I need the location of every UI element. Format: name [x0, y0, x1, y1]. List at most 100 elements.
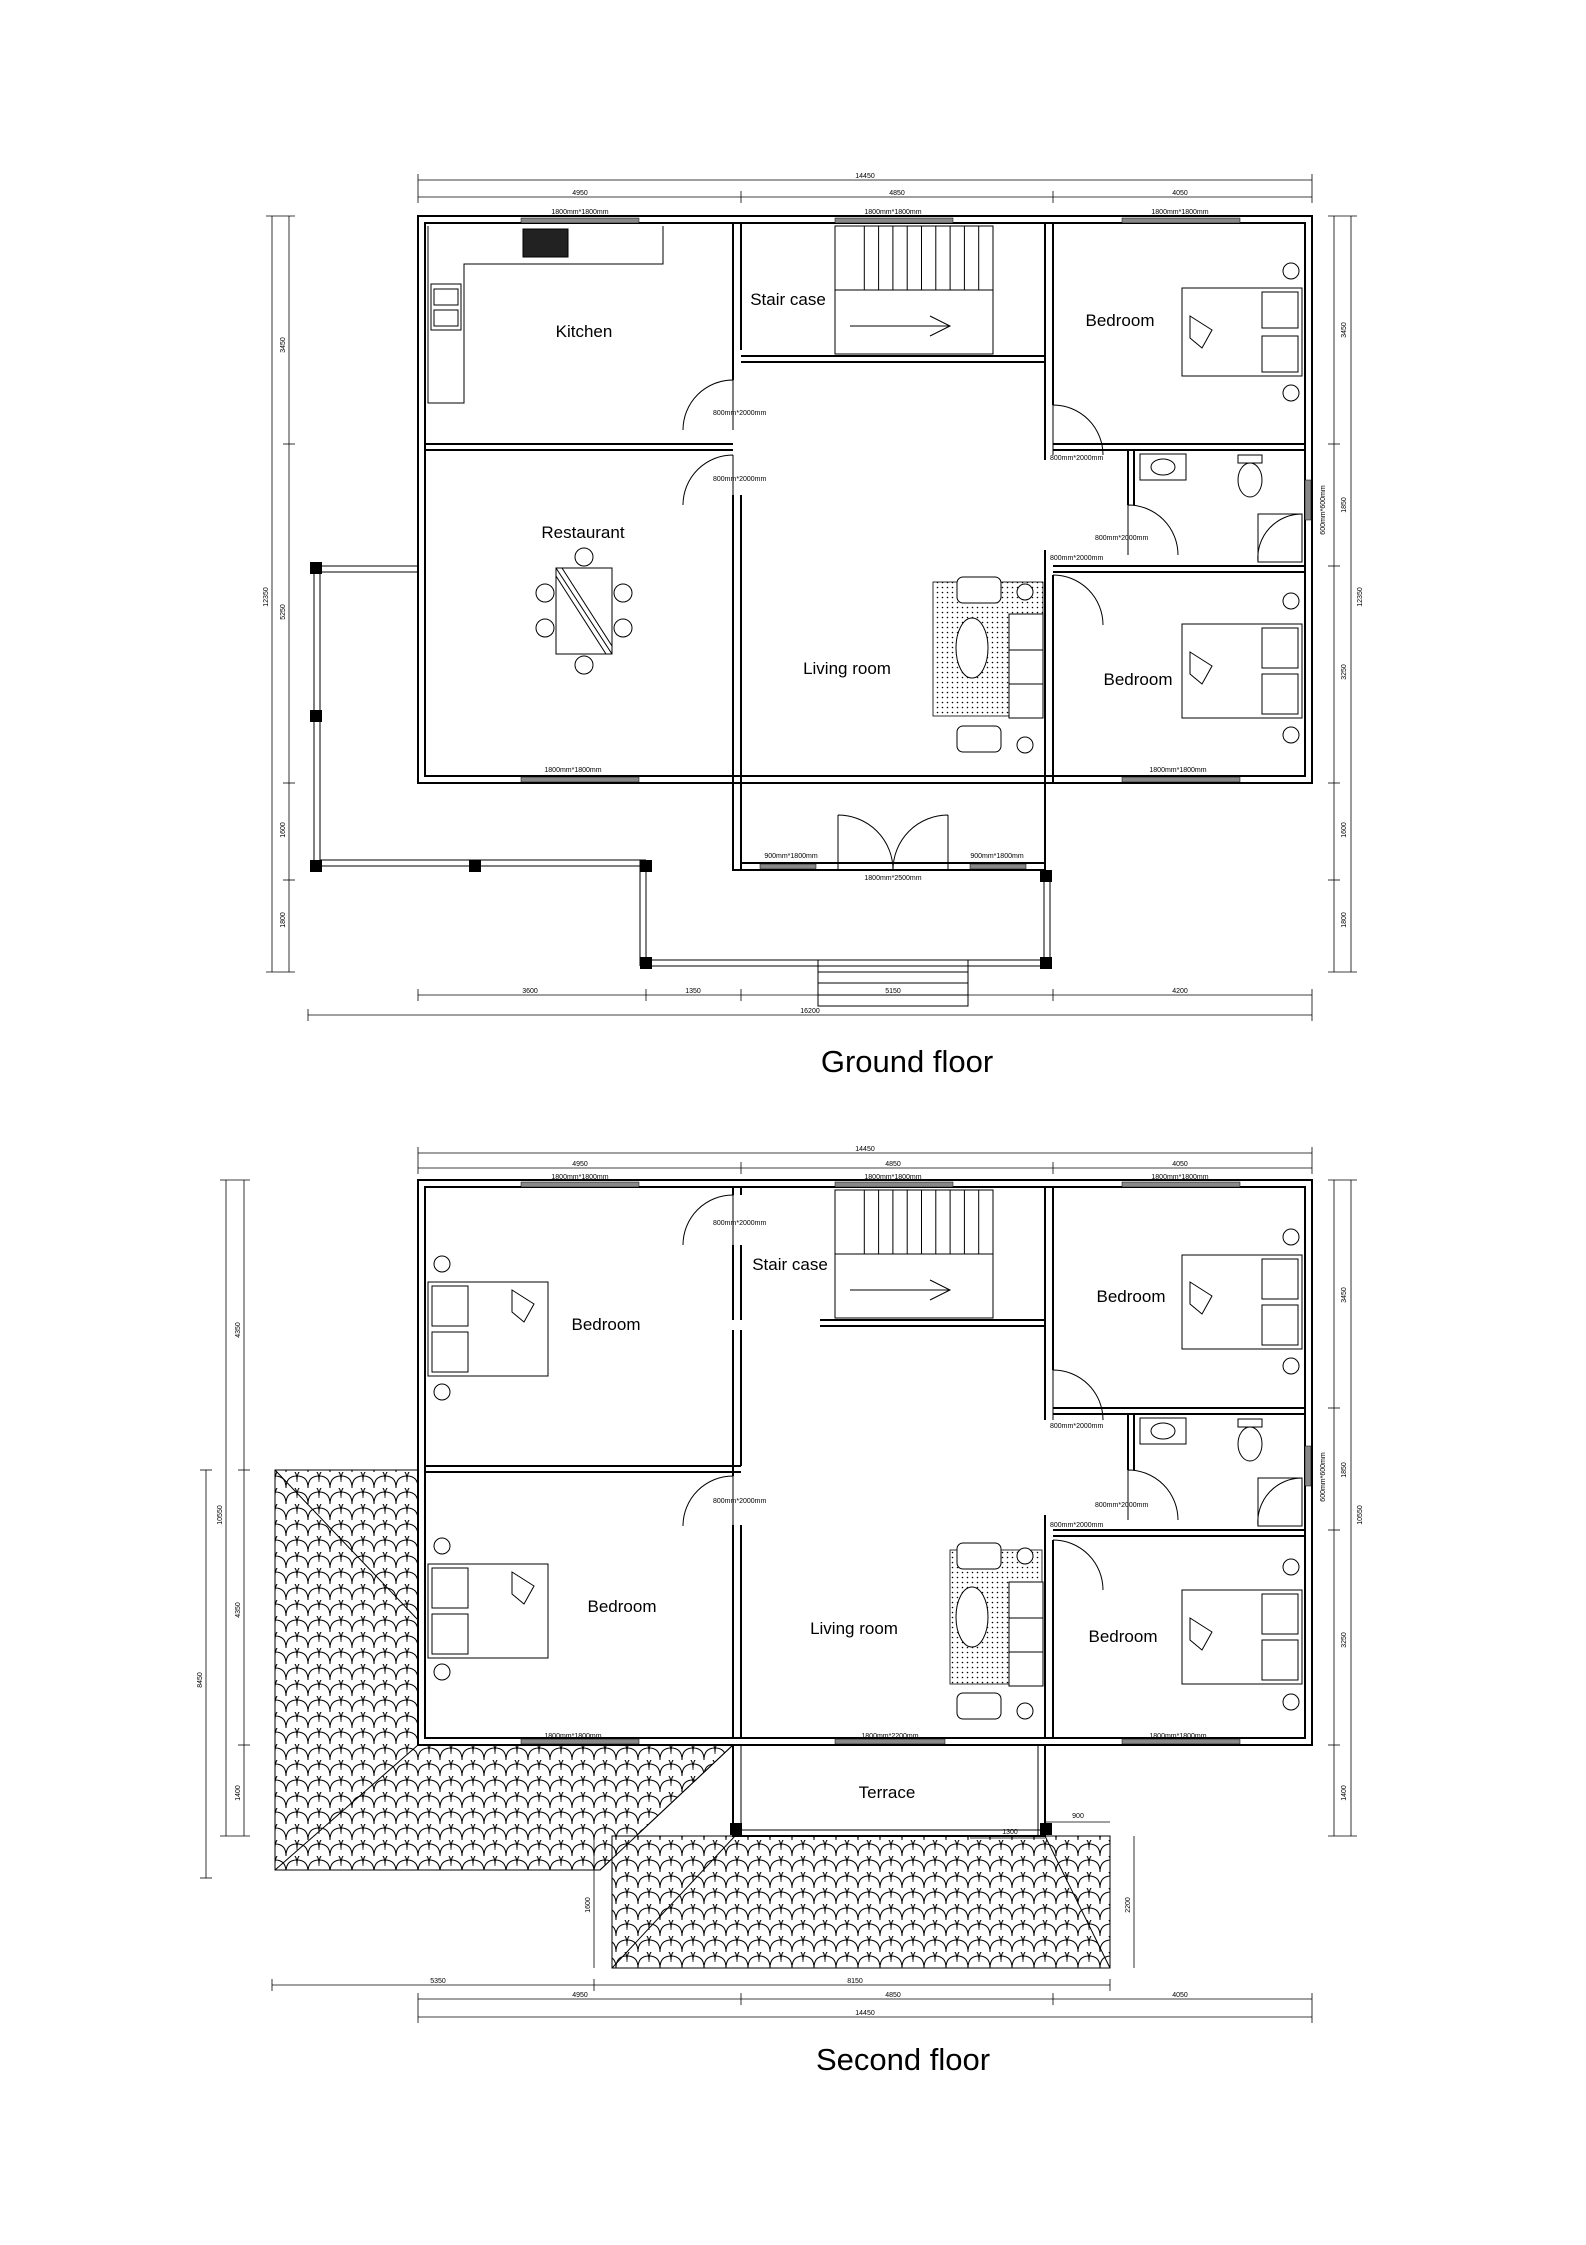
ground-sofa-set-icon: [932, 576, 1044, 754]
second-floor-title: Second floor: [816, 2042, 990, 2077]
second-bed-bottom-right-icon: [1181, 1558, 1303, 1711]
second-room-terrace: Terrace: [859, 1783, 916, 1802]
ground-dim-top-c: 4050: [1172, 190, 1188, 197]
ground-windows: [520, 217, 1312, 870]
second-room-bedroom-bottom-left: Bedroom: [588, 1597, 657, 1616]
stove-icon: [522, 228, 569, 258]
second-sofa-set-icon: [949, 1542, 1044, 1720]
second-label-win-bed-top-right: 1800mm*1800mm: [1151, 1174, 1208, 1181]
second-dim-bot-a: 4950: [572, 1992, 588, 1999]
second-dim-bot-b: 4850: [885, 1992, 901, 1999]
ground-label-win-bed2: 1800mm*1800mm: [1149, 767, 1206, 774]
ground-walls: [310, 215, 1313, 1007]
second-label-door-terrace: 1800mm*2200mm: [861, 1733, 918, 1740]
ground-dim-right-e: 1800: [1341, 912, 1348, 928]
second-dim-left-outer: 8450: [197, 1672, 204, 1688]
second-dim-top-a: 4950: [572, 1161, 588, 1168]
second-room-bedroom-top-right: Bedroom: [1097, 1287, 1166, 1306]
ground-room-bedroom-mid: Bedroom: [1104, 670, 1173, 689]
second-dim-right-d: 1400: [1341, 1785, 1348, 1801]
ground-bottom-dimensions: 3600 1350 5150 4200 16200: [307, 988, 1313, 1021]
second-label-win-bath: 600mm*600mm: [1320, 1452, 1327, 1502]
second-bottom-dimensions: 5350 8150 4950 4850 4050 14450: [271, 1978, 1313, 2023]
second-dim-right-a: 3450: [1341, 1287, 1348, 1303]
second-room-staircase: Stair case: [752, 1255, 828, 1274]
second-room-bedroom-bottom-right: Bedroom: [1089, 1627, 1158, 1646]
second-staircase: [834, 1189, 994, 1319]
second-dim-roof-h2: 2200: [1125, 1897, 1132, 1913]
ground-dim-right-a: 3450: [1341, 322, 1348, 338]
ground-dim-right-b: 1850: [1341, 497, 1348, 513]
ground-room-bedroom-top: Bedroom: [1086, 311, 1155, 330]
ground-bed-top-icon: [1181, 262, 1303, 402]
ground-label-door-bath: 800mm*2000mm: [1095, 535, 1148, 542]
second-bathroom-fixtures: [1139, 1417, 1303, 1527]
ground-dim-bot-d: 4200: [1172, 988, 1188, 995]
second-dim-right-total: 10550: [1357, 1505, 1364, 1525]
ground-dim-left-c: 1600: [280, 822, 287, 838]
ground-bed-mid-icon: [1181, 592, 1303, 744]
ground-room-living: Living room: [803, 659, 891, 678]
ground-bathroom-fixtures: [1139, 453, 1303, 563]
second-bed-bottom-left-icon: [427, 1537, 549, 1681]
second-label-door-bed-top-right: 800mm*2000mm: [1050, 1423, 1103, 1430]
second-doors: [682, 1194, 1179, 1591]
second-dim-roof-h1: 1600: [585, 1897, 592, 1913]
second-windows: [520, 1181, 1312, 1745]
ground-label-win-bath: 600mm*600mm: [1320, 485, 1327, 535]
second-left-dimensions: 4350 4350 1400 10550 8450: [197, 1179, 250, 1879]
ground-dim-bot-c: 5150: [885, 988, 901, 995]
ground-label-win-stair: 1800mm*1800mm: [864, 209, 921, 216]
second-dim-left-c: 1400: [235, 1785, 242, 1801]
second-dim-roof-w2: 900: [1072, 1813, 1084, 1820]
second-label-door-bed-bottom-left: 800mm*2000mm: [713, 1498, 766, 1505]
second-label-win-bed-bottom-right: 1800mm*1800mm: [1149, 1733, 1206, 1740]
second-dim-left-total: 10550: [217, 1505, 224, 1525]
second-label-door-bath: 800mm*2000mm: [1095, 1502, 1148, 1509]
ground-label-win-front-right: 900mm*1800mm: [970, 853, 1023, 860]
ground-doors: [682, 379, 1179, 871]
ground-dim-right-d: 1600: [1341, 822, 1348, 838]
ground-dim-bot-a: 3600: [522, 988, 538, 995]
ground-room-kitchen: Kitchen: [556, 322, 613, 341]
ground-dim-right-c: 3250: [1341, 664, 1348, 680]
second-label-win-bed-top-left: 1800mm*1800mm: [551, 1174, 608, 1181]
ground-dim-right-total: 12350: [1357, 587, 1364, 607]
second-dim-bot-roof-b: 8150: [847, 1978, 863, 1985]
second-dim-left-a: 4350: [235, 1322, 242, 1338]
second-dim-bot-roof-a: 5350: [430, 1978, 446, 1985]
second-roof-dimensions: 1600 2200 1300 900: [585, 1813, 1135, 1968]
second-right-dimensions: 3450 1850 3250 1400 10550: [1328, 1179, 1364, 1837]
second-dim-top-b: 4850: [885, 1161, 901, 1168]
ground-label-door-restaurant: 800mm*2000mm: [713, 476, 766, 483]
ground-dim-bot-total: 16200: [800, 1008, 820, 1015]
ground-label-win-front-left: 900mm*1800mm: [764, 853, 817, 860]
second-dim-right-c: 3250: [1341, 1632, 1348, 1648]
ground-label-win-kitchen: 1800mm*1800mm: [551, 209, 608, 216]
second-label-door-bed-bottom-right: 800mm*2000mm: [1050, 1522, 1103, 1529]
second-dim-left-b: 4350: [235, 1602, 242, 1618]
ground-dim-top-total: 14450: [855, 173, 875, 180]
second-bed-top-left-icon: [427, 1255, 549, 1401]
ground-top-dimensions: 14450 4950 4850 4050: [417, 173, 1313, 203]
ground-label-win-bed1: 1800mm*1800mm: [1151, 209, 1208, 216]
ground-dim-left-d: 1800: [280, 912, 287, 928]
ground-kitchen-counter: [427, 226, 664, 404]
second-bed-top-right-icon: [1181, 1228, 1303, 1375]
second-room-living: Living room: [810, 1619, 898, 1638]
ground-dim-left-b: 5250: [280, 604, 287, 620]
ground-label-door-bed2: 800mm*2000mm: [1050, 555, 1103, 562]
ground-room-staircase: Stair case: [750, 290, 826, 309]
second-dim-top-total: 14450: [855, 1146, 875, 1153]
ground-dim-left-total: 12350: [263, 587, 270, 607]
ground-dim-bot-b: 1350: [685, 988, 701, 995]
second-floor-plan: 14450 4950 4850 4050 4350 4350 1400 1055…: [197, 1146, 1364, 2077]
ground-room-restaurant: Restaurant: [541, 523, 624, 542]
ground-label-win-restaurant: 1800mm*1800mm: [544, 767, 601, 774]
ground-dim-left-a: 3450: [280, 337, 287, 353]
ground-label-door-bed1: 800mm*2000mm: [1050, 455, 1103, 462]
ground-staircase: [834, 225, 994, 355]
second-label-win-stair: 1800mm*1800mm: [864, 1174, 921, 1181]
dining-table-icon: [535, 547, 633, 675]
ground-label-door-kitchen: 800mm*2000mm: [713, 410, 766, 417]
